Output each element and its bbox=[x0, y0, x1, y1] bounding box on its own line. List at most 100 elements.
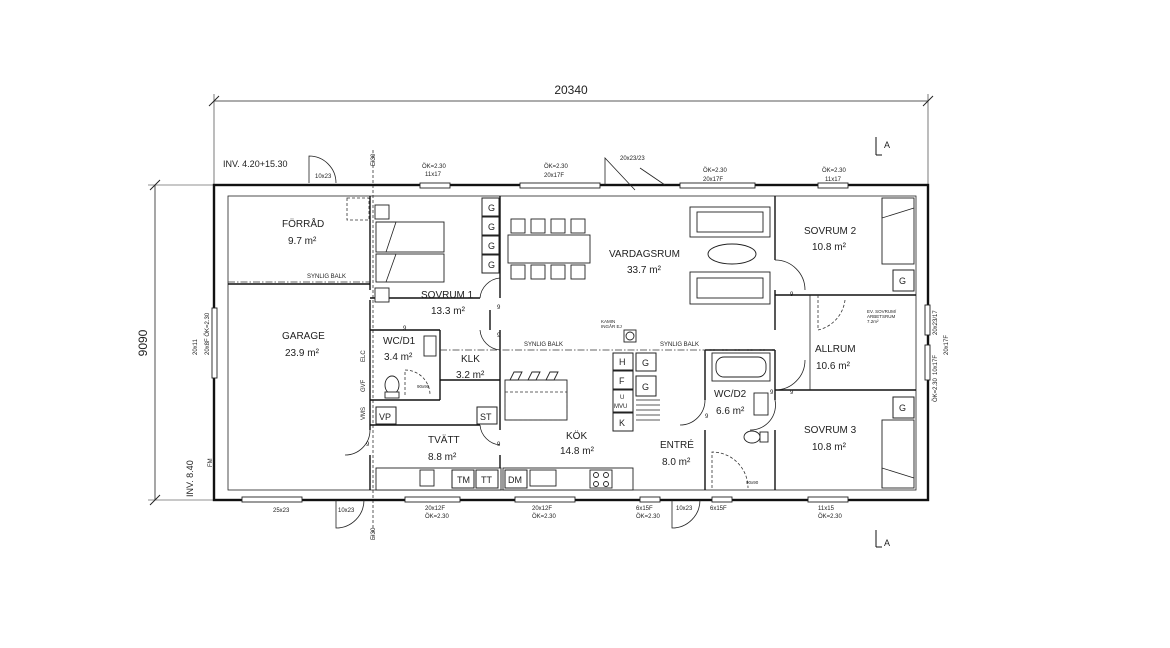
beam-label-2: SYNLIG BALK bbox=[660, 342, 699, 348]
vp-unit bbox=[375, 406, 397, 425]
room-sovrum1-name: SOVRUM 1 bbox=[421, 290, 474, 301]
window-top-ok2: ÖK=2.30 bbox=[544, 163, 569, 170]
wc-d2-fixtures bbox=[711, 352, 771, 489]
width-label: 20340 bbox=[554, 83, 588, 97]
storage-box-2 bbox=[374, 287, 390, 303]
depth-label: 9090 bbox=[136, 329, 150, 356]
doors bbox=[344, 259, 846, 456]
room-garage-area: 23.9 m² bbox=[285, 348, 320, 359]
window-top-20x17Fb: 20x17F bbox=[703, 177, 723, 183]
room-kok-name: KÖK bbox=[566, 430, 587, 442]
window-top-11x17b: 11x17 bbox=[825, 177, 842, 183]
window-top-ok4: ÖK=2.30 bbox=[822, 167, 847, 174]
bed-sovrum-3: G bbox=[881, 396, 915, 489]
svg-text:G: G bbox=[899, 276, 906, 286]
window-top-20x17Fa: 20x17F bbox=[544, 173, 564, 179]
window-right-d: ÖK=2.30 bbox=[932, 377, 939, 402]
room-kok-area: 14.8 m² bbox=[560, 446, 595, 457]
svg-text:G: G bbox=[642, 382, 649, 392]
room-sovrum2-name: SOVRUM 2 bbox=[804, 226, 857, 237]
svg-text:DM: DM bbox=[508, 475, 522, 485]
svg-text:TT: TT bbox=[481, 475, 492, 485]
window-bot-ok3: ÖK=2.30 bbox=[636, 513, 661, 520]
room-wcd1-area: 3.4 m² bbox=[384, 352, 413, 363]
window-bot-11x15: 11x15 bbox=[818, 506, 835, 512]
fireplace-label-2: INGÅR EJ bbox=[601, 323, 622, 329]
room-tvatt-area: 8.8 m² bbox=[428, 452, 457, 463]
svg-text:9: 9 bbox=[790, 390, 794, 396]
room-garage-name: GARAGE bbox=[282, 331, 325, 342]
gvf-label: GVF bbox=[361, 379, 367, 392]
sofa-group bbox=[689, 206, 771, 305]
svg-text:H: H bbox=[619, 357, 626, 367]
svg-text:9: 9 bbox=[497, 305, 501, 311]
dimension-depth: 9090 bbox=[136, 179, 214, 506]
window-top-11x17a: 11x17 bbox=[425, 172, 442, 178]
section-mark-bottom: A bbox=[875, 530, 890, 548]
door-width-markers: 9 9 9 9 9 9 9 9 9 bbox=[366, 292, 794, 448]
svg-text:9: 9 bbox=[770, 390, 774, 396]
storage-dash bbox=[346, 197, 370, 221]
room-sovrum2-area: 10.8 m² bbox=[812, 242, 847, 253]
window-left bbox=[211, 307, 218, 379]
window-bot-ok4: ÖK=2.30 bbox=[818, 513, 843, 520]
svg-text:G: G bbox=[488, 222, 495, 232]
window-right-c: 10x17F bbox=[933, 355, 939, 375]
room-allrum-name: ALLRUM bbox=[815, 344, 856, 355]
fireplace-label-1: KAMIN bbox=[601, 319, 615, 324]
window-bot-6x15Fa: 6x15F bbox=[636, 506, 653, 512]
window-bot-ok1: ÖK=2.30 bbox=[425, 513, 450, 520]
wc-d1-fixtures bbox=[384, 335, 437, 399]
dining-table bbox=[507, 218, 591, 280]
svg-text:G: G bbox=[488, 241, 495, 251]
room-entre-name: ENTRÉ bbox=[660, 438, 694, 451]
vms-label: VMS bbox=[361, 407, 367, 420]
allrum-note-1: EV. SOVRUM/ bbox=[867, 309, 897, 314]
window-bot-6x15Fb: 6x15F bbox=[710, 506, 727, 512]
svg-text:9: 9 bbox=[790, 292, 794, 298]
svg-text:A: A bbox=[884, 140, 890, 150]
laundry-counter: TM TT bbox=[375, 467, 502, 491]
room-entre-area: 8.0 m² bbox=[662, 457, 691, 468]
dimension-width: 20340 bbox=[208, 83, 934, 185]
svg-text:G: G bbox=[488, 203, 495, 213]
section-mark-top: A bbox=[875, 137, 890, 156]
kitchen-island bbox=[504, 371, 568, 421]
level-label-top: INV. 4.20+15.30 bbox=[223, 159, 287, 169]
ei30-label-bottom: EI30 bbox=[371, 527, 377, 540]
svg-text:9: 9 bbox=[403, 326, 407, 332]
allrum-note-3: 7.2m² bbox=[867, 319, 879, 324]
svg-text:F: F bbox=[619, 376, 625, 386]
window-top-ok1: ÖK=2.30 bbox=[422, 163, 447, 170]
window-right-2 bbox=[924, 344, 931, 381]
window-bot-10x23a: 10x23 bbox=[338, 508, 355, 514]
window-bot-20x12Fb: 20x12F bbox=[532, 506, 552, 512]
fireplace bbox=[623, 329, 637, 343]
window-left-b: 20x8F ÖK=2.30 bbox=[204, 312, 211, 355]
st-unit bbox=[476, 406, 498, 425]
kitchen-counter: DM bbox=[502, 467, 634, 491]
svg-text:K: K bbox=[619, 418, 625, 428]
svg-text:G: G bbox=[642, 358, 649, 368]
windows-bottom bbox=[241, 496, 849, 529]
window-bot-10x23b: 10x23 bbox=[676, 506, 693, 512]
room-vardagsrum-name: VARDAGSRUM bbox=[609, 249, 680, 260]
elc-label: ELC bbox=[361, 350, 367, 362]
room-sovrum3-name: SOVRUM 3 bbox=[804, 425, 857, 436]
svg-text:TM: TM bbox=[457, 475, 470, 485]
svg-text:A: A bbox=[884, 538, 890, 548]
room-forrad-name: FÖRRÅD bbox=[282, 217, 324, 230]
shower-label-2: 90x90 bbox=[746, 480, 759, 485]
svg-text:VP: VP bbox=[379, 412, 391, 422]
beam-label-garage: SYNLIG BALK bbox=[307, 274, 346, 280]
window-right-1 bbox=[924, 304, 931, 336]
wardrobes-sovrum-1: G G G G bbox=[481, 197, 500, 274]
room-sovrum1-area: 13.3 m² bbox=[431, 306, 466, 317]
room-klk-name: KLK bbox=[461, 354, 480, 365]
room-tvatt-name: TVÄTT bbox=[428, 434, 460, 446]
room-allrum-area: 10.6 m² bbox=[816, 361, 851, 372]
interior-walls bbox=[228, 196, 916, 490]
window-right-a: 20x23/17 bbox=[933, 310, 939, 335]
room-wcd1-name: WC/D1 bbox=[383, 336, 416, 347]
